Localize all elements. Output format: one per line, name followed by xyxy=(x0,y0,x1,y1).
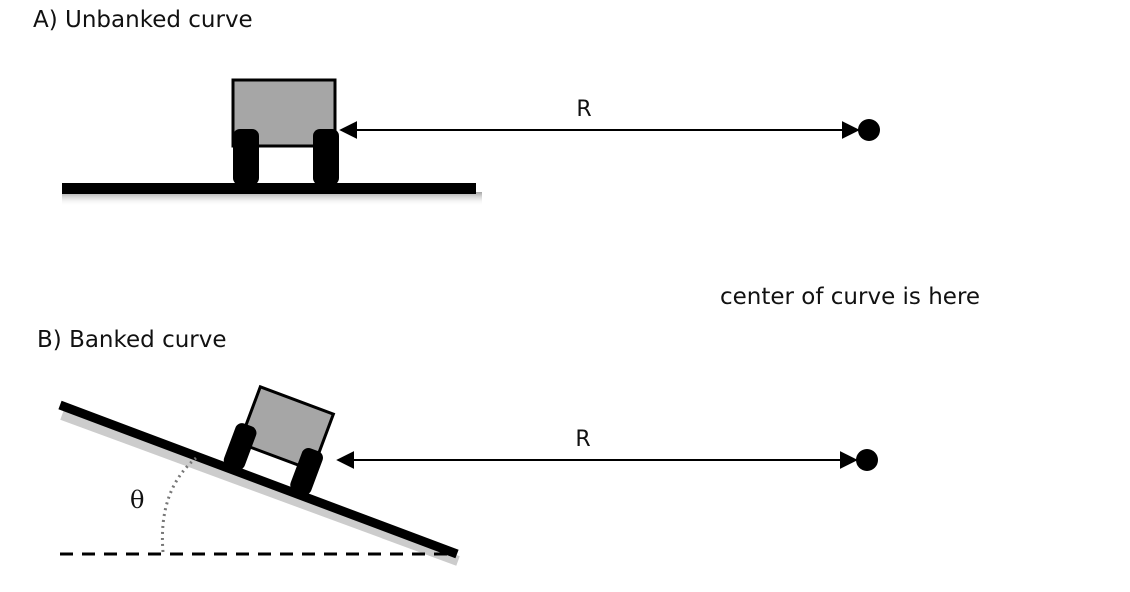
panel-b-banked: B) Banked curve θ R xyxy=(37,327,878,566)
car-wheel-left xyxy=(233,129,259,185)
car-unbanked xyxy=(231,78,339,185)
curve-center-point-b xyxy=(856,449,878,471)
radius-label-b: R xyxy=(575,427,590,452)
car-wheel-right xyxy=(313,129,339,185)
curve-center-point-a xyxy=(858,119,880,141)
center-note: center of curve is here xyxy=(720,284,980,310)
road-shadow-banked xyxy=(60,410,460,566)
road-shadow-flat xyxy=(62,192,482,206)
angle-label: θ xyxy=(130,486,144,514)
car-wheel-right-banked xyxy=(290,448,323,495)
flat-road xyxy=(62,183,476,194)
panel-a-unbanked: A) Unbanked curve R xyxy=(33,7,880,206)
car-wheel-left-banked xyxy=(223,423,257,470)
panel-b-title: B) Banked curve xyxy=(37,327,227,353)
panel-a-title: A) Unbanked curve xyxy=(33,7,253,33)
car-banked xyxy=(223,384,336,495)
banked-road xyxy=(58,400,459,559)
angle-arc xyxy=(160,456,197,553)
radius-label-a: R xyxy=(576,97,591,122)
